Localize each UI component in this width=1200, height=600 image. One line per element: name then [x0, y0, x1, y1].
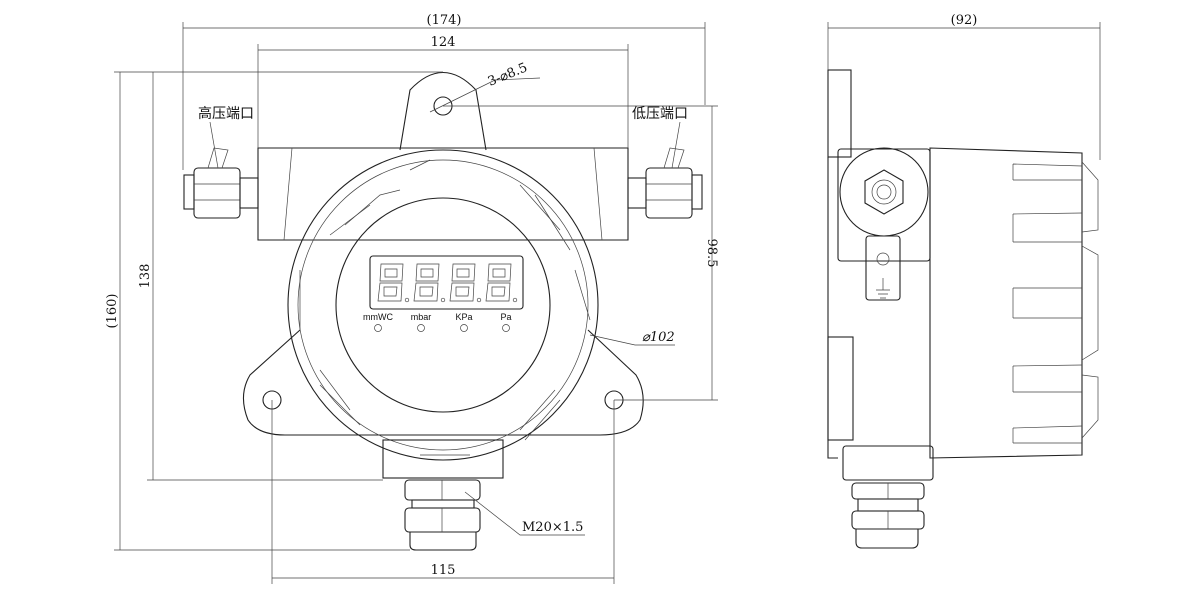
mount-plate-top: [827, 69, 852, 158]
ground-lug: [865, 235, 901, 301]
dim-hole-offset: 98.5: [704, 239, 719, 268]
decimal-point: [404, 297, 410, 303]
seven-segment-digit: [377, 263, 404, 302]
ground-icon: [876, 278, 890, 299]
led-display: [369, 255, 524, 310]
unit-label-pa: Pa: [500, 312, 511, 322]
cover-outer: [287, 149, 599, 461]
unit-label-mmwc: mmWC: [363, 312, 393, 322]
unit-label-mbar: mbar: [411, 312, 432, 322]
dim-body-height: 138: [138, 264, 153, 289]
junction-box: [382, 439, 504, 479]
decimal-point: [512, 297, 518, 303]
unit-led-kpa: [460, 324, 468, 332]
seven-segment-digit: [449, 263, 476, 302]
mounting-lug-top: [399, 71, 487, 151]
side-junction-box: [842, 445, 934, 481]
dim-cable-thread: M20×1.5: [522, 520, 583, 535]
dim-mount-holes: 3-⌀8.5: [486, 60, 530, 89]
seven-segment-digit: [485, 263, 512, 302]
dim-depth: (92): [951, 13, 978, 28]
window: [335, 197, 551, 413]
dim-overall-width: (174): [427, 13, 462, 28]
high-pressure-fitting: [183, 147, 259, 219]
unit-led-pa: [502, 324, 510, 332]
cable-gland: [404, 479, 481, 551]
decimal-point: [476, 297, 482, 303]
dimension-lines: [114, 22, 718, 584]
dim-overall-height: (160): [105, 294, 120, 329]
dim-flange-width: 124: [431, 35, 456, 50]
port-boss: [837, 148, 931, 262]
side-cable-gland: [851, 482, 925, 549]
unit-label-kpa: KPa: [455, 312, 472, 322]
low-pressure-fitting: [627, 147, 703, 219]
side-body: [929, 147, 1083, 459]
side-view: [827, 22, 1101, 549]
label-high-pressure-port: 高压端口: [198, 105, 254, 122]
mount-plate-bottom: [827, 336, 854, 441]
decimal-point: [440, 297, 446, 303]
dim-hole-spacing: 115: [431, 563, 456, 578]
seven-segment-digit: [413, 263, 440, 302]
unit-led-mbar: [417, 324, 425, 332]
label-low-pressure-port: 低压端口: [632, 106, 688, 122]
front-view: mmWC mbar KPa Pa: [183, 71, 703, 551]
unit-led-mmwc: [374, 324, 382, 332]
dim-cover-diameter: ⌀102: [642, 330, 675, 345]
mounting-flange: [242, 329, 644, 436]
